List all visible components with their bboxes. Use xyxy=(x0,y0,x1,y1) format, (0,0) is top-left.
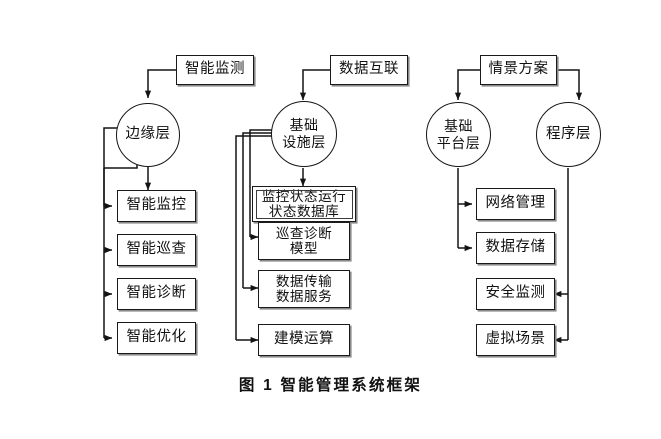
output-box-intelligent-inspection[interactable]: 智能巡查 xyxy=(117,234,196,266)
hub-circle-edge-layer[interactable]: 边缘层 xyxy=(116,103,180,167)
hub-label-line1: 基础 xyxy=(444,117,473,134)
output-box-modeling-computation[interactable]: 建模运算 xyxy=(258,324,350,356)
output-box-inspection-diagnosis-model[interactable]: 巡查诊断 模型 xyxy=(258,222,350,260)
output-box-data-transmission-service[interactable]: 数据传输 数据服务 xyxy=(258,270,350,308)
input-box-data-interconnection[interactable]: 数据互联 xyxy=(330,55,408,85)
output-box-data-storage[interactable]: 数据存储 xyxy=(476,232,555,264)
hub-label-line2: 设施层 xyxy=(282,134,326,150)
output-box-monitoring-status-database[interactable]: 监控状态运行 状态数据库 xyxy=(252,186,356,222)
hub-label-line1: 基础 xyxy=(289,117,319,134)
output-box-security-monitoring[interactable]: 安全监测 xyxy=(476,278,555,310)
hub-circle-basic-platform-layer[interactable]: 基础 平台层 xyxy=(426,102,491,167)
box-label-line1: 数据传输 xyxy=(275,273,333,289)
hub-circle-infrastructure-layer[interactable]: 基础 设施层 xyxy=(271,101,337,167)
box-label-line1: 巡查诊断 xyxy=(275,225,333,241)
box-label-line2: 状态数据库 xyxy=(268,204,340,219)
box-label-line1: 监控状态运行 xyxy=(261,188,347,204)
box-label-line2: 模型 xyxy=(289,241,319,256)
output-box-virtual-scene[interactable]: 虚拟场景 xyxy=(476,324,555,356)
input-box-scenario-plan[interactable]: 情景方案 xyxy=(480,55,557,85)
output-box-network-management[interactable]: 网络管理 xyxy=(476,188,555,220)
figure-caption: 图 1 智能管理系统框架 xyxy=(238,377,423,394)
output-box-intelligent-optimization[interactable]: 智能优化 xyxy=(117,322,196,354)
hub-label-line2: 平台层 xyxy=(436,134,481,151)
output-box-intelligent-diagnosis[interactable]: 智能诊断 xyxy=(117,278,196,310)
input-box-intelligent-monitoring[interactable]: 智能监测 xyxy=(176,55,254,85)
box-label-line2: 数据服务 xyxy=(275,289,333,304)
output-box-intelligent-monitor[interactable]: 智能监控 xyxy=(117,190,196,222)
hub-circle-program-layer[interactable]: 程序层 xyxy=(536,102,601,167)
